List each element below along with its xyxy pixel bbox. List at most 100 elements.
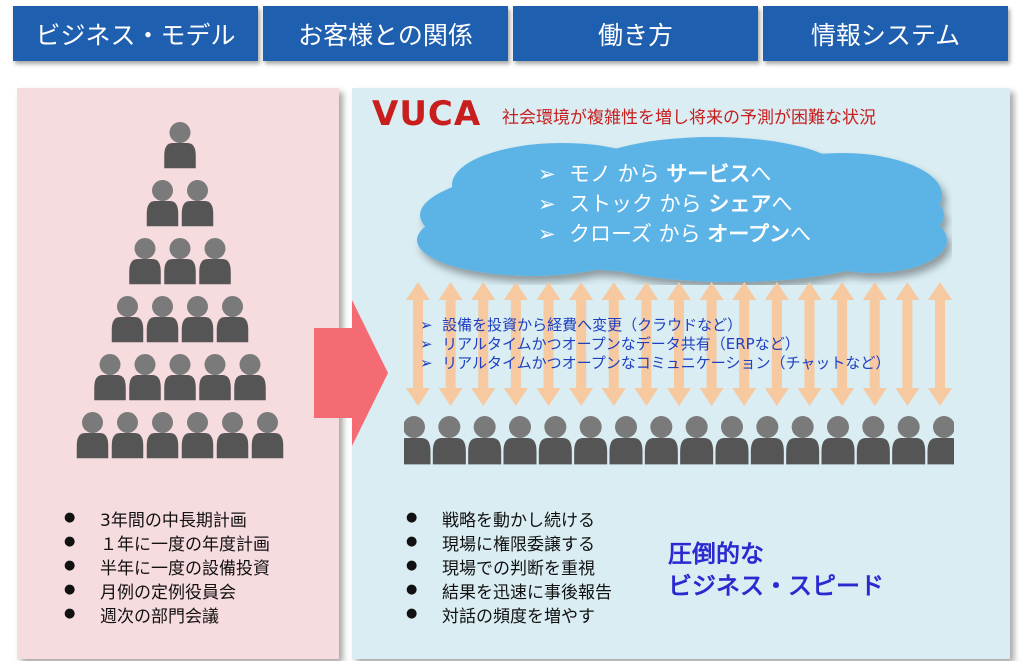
person-icon — [574, 416, 608, 465]
cloud-text-post: へ — [771, 192, 793, 216]
cloud-text-pre: モノ から — [568, 162, 667, 186]
arrow-marker: ➢ — [420, 354, 433, 372]
list-item: 対話の頻度を増やす — [406, 602, 612, 627]
person-icon — [927, 416, 954, 465]
cloud-text-pre: クローズ から — [568, 222, 708, 246]
cloud-shape — [417, 137, 947, 282]
speed-heading-line2: ビジネス・スピード — [668, 572, 884, 600]
cloud-text-bold: サービス — [666, 162, 751, 186]
double-arrow-icon — [503, 282, 528, 406]
vuca-description: 社会環境が複雑性を増し将来の予測が困難な状況 — [502, 108, 876, 128]
person-icon — [199, 238, 231, 285]
double-arrow-icon — [471, 282, 496, 406]
person-icon — [644, 416, 678, 465]
list-item: 戦略を動かし続ける — [406, 506, 612, 531]
person-icon — [404, 416, 431, 465]
arrow-item-text: リアルタイムかつオープンなデータ共有（ERPなど） — [442, 335, 800, 353]
person-icon — [216, 412, 249, 459]
cloud-text-bold: シェア — [708, 192, 772, 216]
person-icon — [199, 354, 231, 401]
person-icon — [181, 296, 214, 343]
double-arrow-icon — [732, 282, 757, 406]
list-item: 現場での判断を重視 — [406, 554, 612, 579]
cloud-text-pre: ストック から — [568, 192, 709, 216]
list-item: 週次の部門会議 — [64, 602, 270, 627]
cloud-item-open: ➢ クローズ から オープンへ — [538, 218, 811, 248]
person-icon — [94, 354, 126, 401]
person-icon — [609, 416, 643, 465]
double-arrow-icon — [862, 282, 887, 406]
vuca-title: VUCA — [372, 94, 482, 134]
tab-work-style[interactable]: 働き方 — [513, 6, 758, 61]
person-icon — [821, 416, 855, 465]
double-arrow-icon — [536, 282, 561, 406]
hierarchy-pyramid — [76, 122, 284, 459]
person-icon — [181, 180, 214, 227]
tab-label: 情報システム — [810, 20, 961, 50]
list-item: 3年間の中長期計画 — [64, 506, 270, 531]
person-icon — [129, 238, 161, 285]
tab-information-system[interactable]: 情報システム — [763, 6, 1008, 61]
person-icon — [251, 412, 284, 459]
transition-arrow — [314, 300, 388, 446]
arrow-item-cloud: ➢ 設備を投資から経費へ変更（クラウドなど） — [420, 314, 742, 335]
tab-business-model[interactable]: ビジネス・モデル — [13, 6, 258, 61]
double-arrow-icon — [438, 282, 463, 406]
person-icon — [432, 416, 466, 465]
person-icon — [76, 412, 109, 459]
person-icon — [234, 354, 266, 401]
communication-arrows — [406, 282, 952, 406]
person-icon — [129, 354, 161, 401]
person-icon — [786, 416, 820, 465]
person-icon — [164, 354, 196, 401]
arrow-item-erp: ➢ リアルタイムかつオープンなデータ共有（ERPなど） — [420, 333, 800, 354]
double-arrow-icon — [764, 282, 789, 406]
double-arrow-icon — [634, 282, 659, 406]
person-icon — [111, 296, 144, 343]
transition-arrow-shape — [314, 300, 388, 446]
person-icon — [715, 416, 749, 465]
person-icon — [146, 296, 179, 343]
tab-customer-relationship[interactable]: お客様との関係 — [263, 6, 508, 61]
list-item: １年に一度の年度計画 — [64, 530, 270, 555]
cloud-item-share: ➢ ストック から シェアへ — [538, 188, 792, 218]
right-bullet-list: 戦略を動かし続ける 現場に権限委譲する 現場での判断を重視 結果を迅速に事後報告… — [406, 506, 612, 627]
person-icon — [680, 416, 714, 465]
arrow-item-text: リアルタイムかつオープンなコミュニケーション（チャットなど） — [442, 354, 891, 372]
double-arrow-icon — [928, 282, 952, 406]
person-icon — [538, 416, 572, 465]
tab-label: お客様との関係 — [298, 20, 473, 50]
cloud-marker: ➢ — [538, 192, 556, 216]
person-icon — [468, 416, 502, 465]
double-arrow-icon — [830, 282, 855, 406]
left-bullet-list: 3年間の中長期計画 １年に一度の年度計画 半年に一度の設備投資 月例の定例役員会… — [64, 506, 270, 627]
cloud-marker: ➢ — [538, 162, 556, 186]
cloud-text-post: へ — [790, 222, 812, 246]
person-icon — [216, 296, 249, 343]
cloud-item-service: ➢ モノ から サービスへ — [538, 158, 771, 188]
speed-heading-line1: 圧倒的な — [668, 540, 764, 568]
list-item: 月例の定例役員会 — [64, 578, 270, 603]
double-arrow-icon — [569, 282, 594, 406]
arrow-marker: ➢ — [420, 316, 433, 334]
person-icon — [856, 416, 890, 465]
person-icon — [164, 122, 196, 169]
cloud-text-post: へ — [750, 162, 772, 186]
arrow-item-text: 設備を投資から経費へ変更（クラウドなど） — [442, 316, 743, 334]
arrow-item-chat: ➢ リアルタイムかつオープンなコミュニケーション（チャットなど） — [420, 352, 890, 373]
double-arrow-icon — [895, 282, 920, 406]
tab-label: ビジネス・モデル — [35, 20, 236, 50]
list-item: 半年に一度の設備投資 — [64, 554, 270, 579]
person-icon — [750, 416, 784, 465]
arrow-marker: ➢ — [420, 335, 433, 353]
tab-label: 働き方 — [597, 20, 673, 50]
cloud-text-bold: オープン — [707, 222, 791, 246]
person-icon — [146, 412, 179, 459]
double-arrow-icon — [699, 282, 724, 406]
person-icon — [164, 238, 196, 285]
flat-team-crowd — [404, 416, 954, 465]
person-icon — [181, 412, 214, 459]
double-arrow-icon — [797, 282, 822, 406]
double-arrow-icon — [406, 282, 430, 406]
double-arrow-icon — [601, 282, 626, 406]
